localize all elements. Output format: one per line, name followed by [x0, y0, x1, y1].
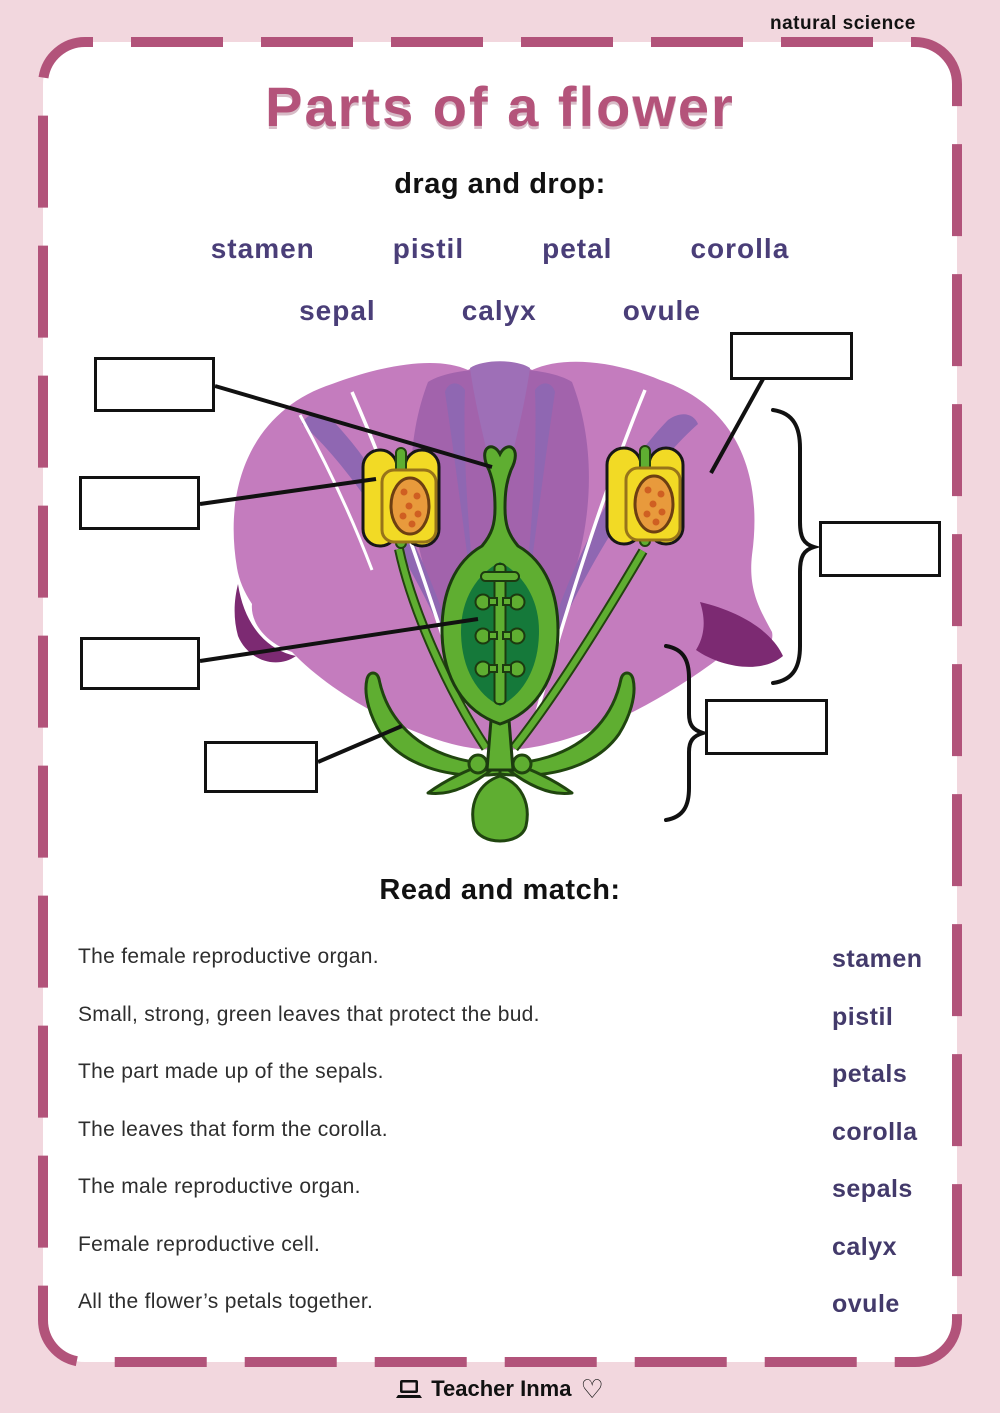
drop-box-4[interactable] [204, 741, 318, 793]
drag-word-row-1: stamen pistil petal corolla [0, 233, 1000, 265]
match-row: Small, strong, green leaves that protect… [0, 1003, 1000, 1037]
drop-box-2[interactable] [79, 476, 200, 530]
page-title: Parts of a flower [265, 75, 735, 138]
match-word-corolla[interactable]: corolla [832, 1118, 918, 1146]
laptop-icon [396, 1380, 423, 1398]
match-description[interactable]: All the flower’s petals together. [78, 1290, 374, 1313]
pointer-line-box-d-sepal [317, 724, 403, 764]
drag-word-pistil[interactable]: pistil [392, 233, 465, 264]
match-word-ovule[interactable]: ovule [832, 1290, 900, 1318]
subject-label: natural science [770, 13, 916, 34]
drag-word-petal[interactable]: petal [542, 233, 613, 264]
drag-word-stamen[interactable]: stamen [210, 233, 315, 264]
drag-word-sepal[interactable]: sepal [299, 295, 376, 326]
drag-word-row-2: sepal calyx ovule [0, 295, 1000, 327]
drop-box-7[interactable] [705, 699, 828, 755]
drag-word-ovule[interactable]: ovule [622, 295, 701, 326]
match-row: The female reproductive organ. stamen [0, 945, 1000, 979]
match-description[interactable]: The leaves that form the corolla. [78, 1118, 388, 1141]
match-description[interactable]: The part made up of the sepals. [78, 1060, 384, 1083]
flower-petals [233, 361, 783, 750]
match-row: The leaves that form the corolla. coroll… [0, 1118, 1000, 1152]
match-word-pistil[interactable]: pistil [832, 1003, 894, 1031]
pointer-line-box-a-pistil [214, 384, 493, 469]
drag-word-calyx[interactable]: calyx [461, 295, 537, 326]
match-row: The part made up of the sepals. petals [0, 1060, 1000, 1094]
drop-box-3[interactable] [80, 637, 200, 690]
flower-stamen-right [510, 445, 685, 752]
footer-credit: Teacher Inma ♡ [0, 1376, 1000, 1402]
drag-and-drop-heading: drag and drop: [394, 168, 606, 200]
match-description[interactable]: The male reproductive organ. [78, 1175, 361, 1198]
match-row: All the flower’s petals together. ovule [0, 1290, 1000, 1324]
flower-ovary [461, 562, 539, 706]
match-row: Female reproductive cell. calyx [0, 1233, 1000, 1267]
match-description[interactable]: Female reproductive cell. [78, 1233, 321, 1256]
drop-box-1[interactable] [94, 357, 215, 412]
flower-stamen-left [361, 447, 491, 751]
drop-box-6[interactable] [819, 521, 941, 577]
read-and-match-heading: Read and match: [379, 874, 621, 906]
flower-sepals [364, 671, 636, 843]
drag-word-corolla[interactable]: corolla [690, 233, 790, 264]
petal-fold-left [234, 584, 296, 663]
footer-credit-text: Teacher Inma [431, 1376, 572, 1401]
match-word-calyx[interactable]: calyx [832, 1233, 898, 1261]
flower-pistil [440, 445, 560, 772]
drop-box-5[interactable] [730, 332, 853, 380]
match-description[interactable]: The female reproductive organ. [78, 945, 379, 968]
heart-icon: ♡ [580, 1374, 604, 1404]
flower-ovules [474, 563, 526, 705]
petal-fold-right [696, 602, 783, 667]
pointer-line-box-c-ovule [199, 617, 479, 663]
flower-pedicel [471, 774, 529, 843]
match-word-sepals[interactable]: sepals [832, 1175, 913, 1203]
brace-petals-group [771, 408, 821, 685]
pointer-line-box-e-petal [709, 378, 765, 474]
brace-sepals-group [664, 644, 710, 822]
match-row: The male reproductive organ. sepals [0, 1175, 1000, 1209]
match-description[interactable]: Small, strong, green leaves that protect… [78, 1003, 540, 1026]
pointer-line-box-b-anther [199, 477, 377, 506]
match-word-petals[interactable]: petals [832, 1060, 908, 1088]
match-word-stamen[interactable]: stamen [832, 945, 923, 973]
